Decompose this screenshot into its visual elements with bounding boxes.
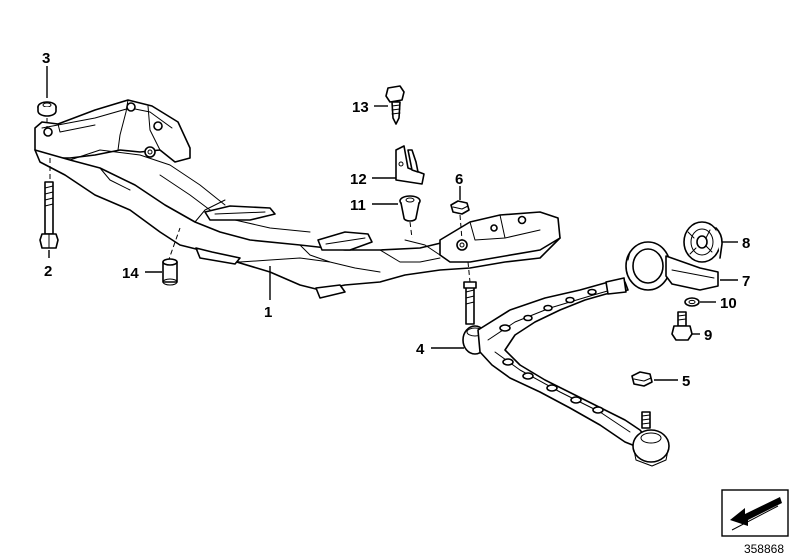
assembly-line-6 (459, 214, 463, 241)
bolt-part-9 (671, 311, 693, 341)
callout-label-9: 9 (704, 327, 712, 344)
callout-2: 2 (44, 250, 52, 280)
assembly-line-14 (167, 227, 181, 263)
nut-part-6 (450, 200, 470, 215)
callout-label-5: 5 (682, 373, 690, 390)
callout-14: 14 (122, 265, 162, 282)
clip-bracket-part-12 (395, 145, 425, 185)
direction-arrow-icon (721, 489, 789, 537)
callout-13: 13 (352, 99, 388, 116)
washer-part-3 (37, 101, 57, 117)
callout-11: 11 (350, 197, 398, 214)
callout-label-11: 11 (350, 197, 366, 214)
callout-6: 6 (455, 171, 463, 200)
sleeve-part-14 (162, 258, 178, 286)
callout-7: 7 (720, 273, 750, 290)
callout-label-8: 8 (742, 235, 750, 252)
callout-label-7: 7 (742, 273, 750, 290)
hex-bolt-part-2 (39, 181, 59, 249)
callout-8: 8 (722, 235, 750, 252)
callout-label-10: 10 (720, 295, 737, 312)
callout-label-12: 12 (350, 171, 367, 188)
washer-part-10 (684, 297, 700, 307)
callout-12: 12 (350, 171, 396, 188)
callout-label-13: 13 (352, 99, 369, 116)
nut-part-5 (631, 371, 653, 387)
front-axle-carrier (34, 99, 561, 299)
callout-label-1: 1 (264, 304, 272, 321)
rubber-bushing-part-8 (683, 221, 723, 263)
callout-1: 1 (264, 266, 272, 321)
diagram-reference-number: 358868 (743, 542, 784, 556)
callout-label-14: 14 (122, 265, 139, 282)
callout-label-3: 3 (42, 50, 50, 67)
callout-4: 4 (416, 341, 464, 358)
callout-10: 10 (700, 295, 737, 312)
callout-5: 5 (654, 373, 690, 390)
grommet-part-11 (399, 195, 421, 222)
callout-9: 9 (692, 327, 712, 344)
callout-label-4: 4 (416, 341, 425, 358)
control-arm-part-4 (462, 277, 670, 467)
callout-label-2: 2 (44, 263, 52, 280)
assembly-line-4 (467, 261, 471, 283)
screw-part-13 (385, 85, 405, 125)
assembly-line-11 (409, 221, 413, 239)
callout-label-6: 6 (455, 171, 463, 188)
mounting-bracket-part-7 (625, 241, 719, 291)
callout-3: 3 (42, 50, 50, 98)
